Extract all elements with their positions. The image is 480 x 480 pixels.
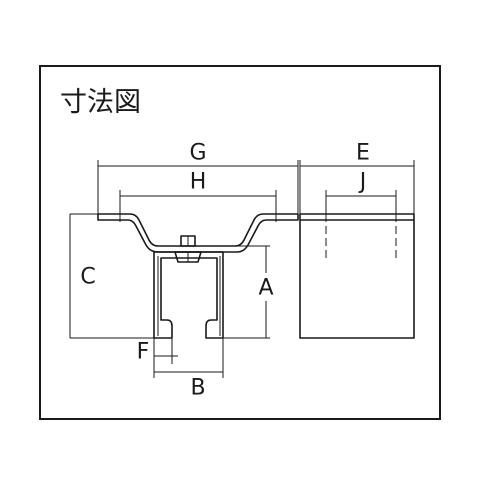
bracket-outline [97,213,299,253]
front-view: G H C A F B [69,141,299,401]
dim-f-label: F [137,340,150,365]
dim-e-label: E [356,141,370,166]
dim-g-label: G [189,141,206,166]
dim-b-label: B [190,376,205,401]
dim-c-label: C [80,265,95,290]
drawing-title: 寸法図 [60,87,141,118]
side-body [299,213,415,339]
dim-c-label-bg [76,262,100,290]
drawing-frame [39,65,441,420]
channel-outer [153,251,224,339]
side-view: E J [299,141,415,339]
dim-j-label: J [358,170,367,195]
dim-h-label: H [190,170,207,195]
dim-a-label: A [258,276,273,301]
dim-a-label-bg [254,273,278,301]
